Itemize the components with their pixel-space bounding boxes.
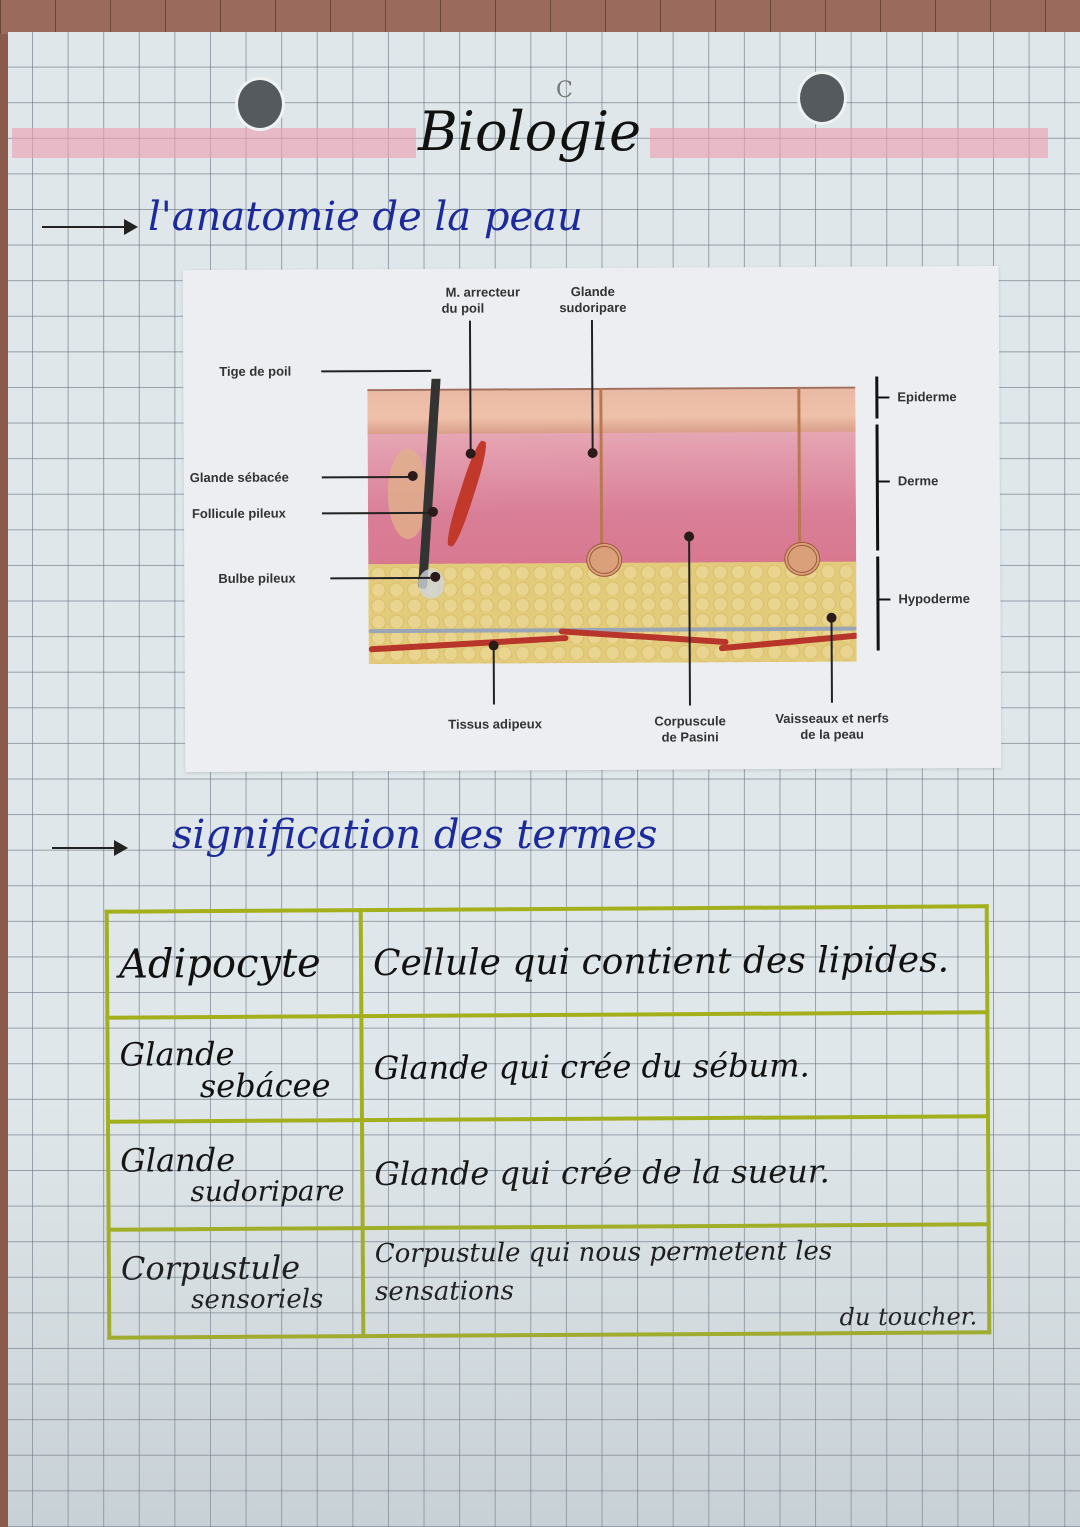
leader-line bbox=[590, 319, 594, 451]
label-line: sudoripare bbox=[559, 299, 627, 316]
bracket-hypoderme bbox=[876, 556, 880, 651]
term-cell: Glande sebácee bbox=[107, 1016, 362, 1122]
definition-cell: Cellule qui contient des lipides. bbox=[360, 906, 988, 1017]
leader-line bbox=[492, 648, 495, 705]
leader-dot bbox=[465, 448, 476, 459]
section-heading-anatomie: l'anatomie de la peau bbox=[148, 194, 583, 240]
highlight-band-left bbox=[12, 128, 416, 158]
label-glande-sebacee: Glande sébacée bbox=[189, 469, 289, 486]
leader-line bbox=[830, 620, 833, 703]
label-vaisseaux-et-nerfs: Vaisseaux et nerfs de la peau bbox=[757, 710, 907, 743]
label-glande-sudoripare: Glande sudoripare bbox=[543, 284, 643, 317]
label-hypoderme: Hypoderme bbox=[898, 591, 970, 607]
label-line: M. arrecteur bbox=[445, 284, 521, 300]
table-row: Corpustule sensoriels Corpustule qui nou… bbox=[108, 1224, 990, 1338]
sweat-gland-coil-2 bbox=[784, 541, 821, 576]
leader-dot bbox=[407, 470, 418, 481]
definition-text: Cellule qui contient des lipides. bbox=[372, 939, 950, 984]
arrow-right-hollow-icon bbox=[42, 219, 138, 235]
highlight-band-right bbox=[650, 128, 1048, 158]
term-cell: Corpustule sensoriels bbox=[108, 1228, 364, 1338]
table-row: Glande sebácee Glande qui crée du sébum. bbox=[107, 1012, 988, 1122]
skin-cross-section-illustration bbox=[367, 376, 857, 665]
definition-text: Glande qui crée du sébum. bbox=[373, 1046, 810, 1088]
table-row: Glande sudoripare Glande qui crée de la … bbox=[107, 1116, 989, 1230]
term-cell: Adipocyte bbox=[106, 910, 362, 1018]
definition-text: Glande qui crée de la sueur. bbox=[374, 1152, 830, 1194]
term-text: Adipocyte bbox=[118, 940, 321, 988]
label-epiderme: Epiderme bbox=[897, 389, 957, 405]
leader-line bbox=[321, 369, 432, 373]
leader-dot bbox=[427, 506, 438, 517]
section-heading-signification: signification des termes bbox=[172, 812, 658, 858]
skin-anatomy-diagram: Tige de poil Glande sébacée Follicule pi… bbox=[182, 265, 1002, 773]
label-line: du poil bbox=[441, 300, 485, 316]
label-line: de la peau bbox=[800, 726, 864, 742]
definition-cell: Glande qui crée de la sueur. bbox=[361, 1116, 989, 1229]
leader-dot bbox=[430, 571, 441, 582]
label-tissus-adipeux: Tissus adipeux bbox=[448, 716, 542, 732]
bracket-derme bbox=[875, 424, 880, 551]
term-text-line1: Glande bbox=[120, 1140, 236, 1180]
leader-dot bbox=[587, 447, 598, 459]
table-row: Adipocyte Cellule qui contient des lipid… bbox=[106, 906, 988, 1018]
punch-hole-left bbox=[238, 80, 282, 128]
corner-mark: C bbox=[556, 78, 573, 103]
bracket-tick bbox=[878, 598, 891, 601]
term-text-line2: sebácee bbox=[199, 1066, 331, 1106]
label-corpuscule-de-pasini: Corpuscule de Pasini bbox=[635, 713, 745, 746]
sweat-gland-coil bbox=[586, 542, 623, 578]
term-cell: Glande sudoripare bbox=[107, 1120, 363, 1230]
punch-hole-right bbox=[800, 74, 844, 122]
page-title: Biologie bbox=[418, 100, 642, 163]
label-line: Corpuscule bbox=[654, 713, 726, 729]
term-text-line2: sensoriels bbox=[190, 1284, 324, 1316]
definition-cell: Corpustule qui nous permetent les sensat… bbox=[362, 1224, 990, 1337]
label-line: de Pasini bbox=[661, 729, 719, 745]
label-follicule-pileux: Follicule pileux bbox=[191, 505, 286, 522]
label-derme: Derme bbox=[897, 473, 939, 489]
label-line: Glande bbox=[570, 283, 615, 300]
bracket-tick bbox=[877, 480, 890, 483]
label-m-arrecteur: M. arrecteur du poil bbox=[423, 284, 543, 317]
definition-text-line2: du toucher. bbox=[839, 1302, 978, 1332]
definition-cell: Glande qui crée du sébum. bbox=[361, 1012, 988, 1121]
desk-background bbox=[0, 0, 1080, 34]
terms-table: Adipocyte Cellule qui contient des lipid… bbox=[105, 904, 992, 1339]
leader-line bbox=[468, 320, 472, 453]
term-text-line2: sudoripare bbox=[190, 1174, 345, 1209]
label-line: Vaisseaux et nerfs bbox=[775, 710, 889, 727]
arrow-right-hollow-icon bbox=[52, 840, 128, 856]
label-tige-de-poil: Tige de poil bbox=[219, 363, 292, 379]
epidermis-layer bbox=[367, 386, 856, 437]
label-bulbe-pileux: Bulbe pileux bbox=[218, 570, 296, 586]
bracket-tick bbox=[877, 396, 890, 399]
definition-text: Corpustule qui nous permetent les sensat… bbox=[374, 1236, 833, 1308]
term-text-line1: Corpustule bbox=[120, 1248, 301, 1288]
